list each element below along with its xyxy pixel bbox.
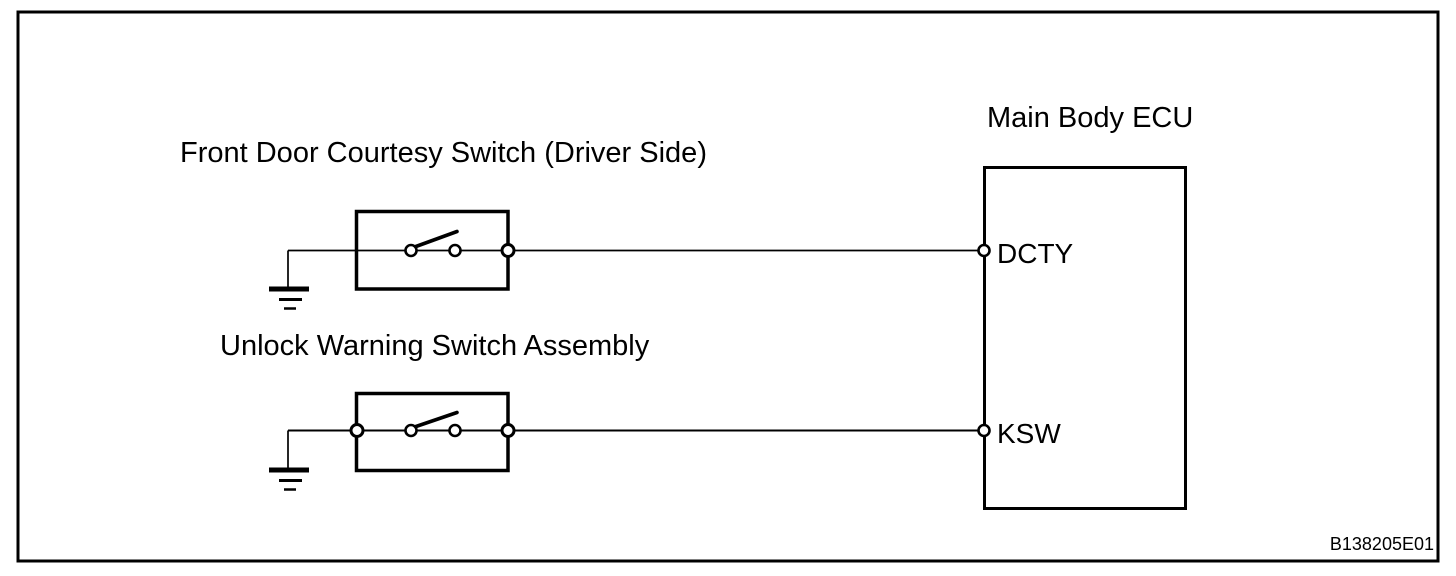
unlock-switch-lever xyxy=(412,410,459,429)
figure-code: B138205E01 xyxy=(1329,534,1434,554)
unlock-contact-right xyxy=(448,423,462,438)
terminal-label-dcty: DCTY xyxy=(997,238,1074,269)
courtesy-contact-left xyxy=(404,243,418,258)
diagram-border xyxy=(16,10,1440,563)
ground-symbol-unlock xyxy=(269,430,309,491)
ecu-terminal-ksw xyxy=(977,423,991,438)
ecu-title: Main Body ECU xyxy=(987,102,1194,134)
courtesy-switch-label: Front Door Courtesy Switch (Driver Side) xyxy=(180,137,707,169)
unlock-terminal-out xyxy=(500,423,516,438)
terminal-label-ksw: KSW xyxy=(997,418,1061,449)
unlock-switch-label: Unlock Warning Switch Assembly xyxy=(220,330,650,362)
courtesy-switch-lever xyxy=(412,229,459,249)
courtesy-terminal-out xyxy=(500,243,516,258)
unlock-switch-box xyxy=(354,391,510,473)
ecu-box xyxy=(983,166,1187,510)
ground-symbol-courtesy xyxy=(269,250,309,310)
unlock-terminal-in xyxy=(349,423,365,438)
courtesy-contact-right xyxy=(448,243,462,258)
unlock-contact-left xyxy=(404,423,418,438)
ecu-terminal-dcty xyxy=(977,243,991,258)
